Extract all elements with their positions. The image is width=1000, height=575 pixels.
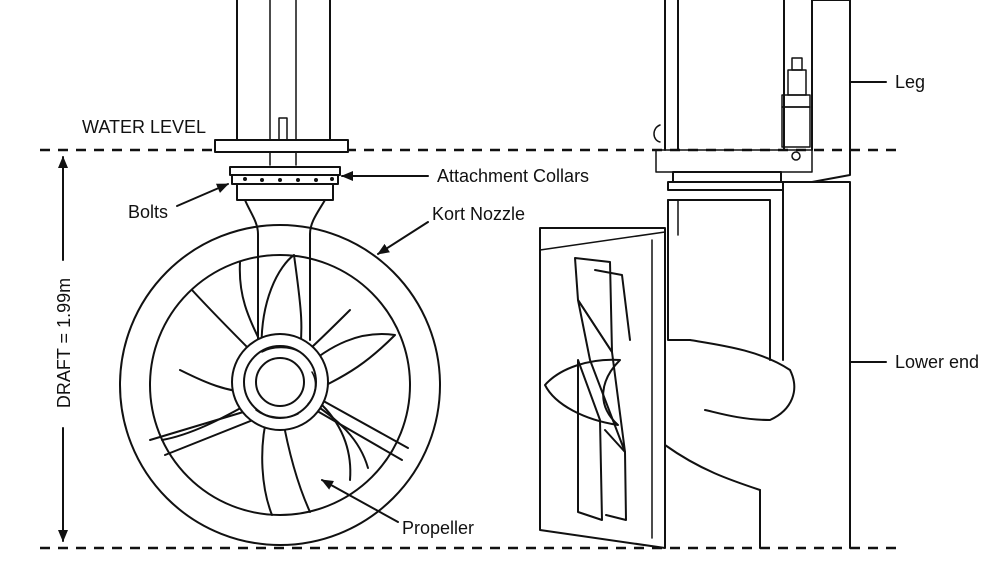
leg xyxy=(653,0,851,191)
propeller xyxy=(149,254,409,516)
attachment-collars-label: Attachment Collars xyxy=(437,166,589,186)
kort-nozzle xyxy=(119,224,441,546)
front-view xyxy=(119,0,441,546)
water-level-label: WATER LEVEL xyxy=(82,117,206,137)
attachment-collars xyxy=(229,166,341,201)
kort-nozzle-arrow xyxy=(377,221,429,255)
kort-nozzle-label: Kort Nozzle xyxy=(432,204,525,224)
propeller-label: Propeller xyxy=(402,518,474,538)
lower-end xyxy=(664,181,851,549)
propeller-arrow xyxy=(321,479,399,523)
draft-label: DRAFT = 1.99m xyxy=(54,278,74,408)
bolts-label: Bolts xyxy=(128,202,168,222)
leg-label: Leg xyxy=(895,72,925,92)
side-view xyxy=(539,0,851,549)
bolts-arrow xyxy=(176,183,229,207)
lower-end-label: Lower end xyxy=(895,352,979,372)
side-nozzle xyxy=(539,227,666,549)
